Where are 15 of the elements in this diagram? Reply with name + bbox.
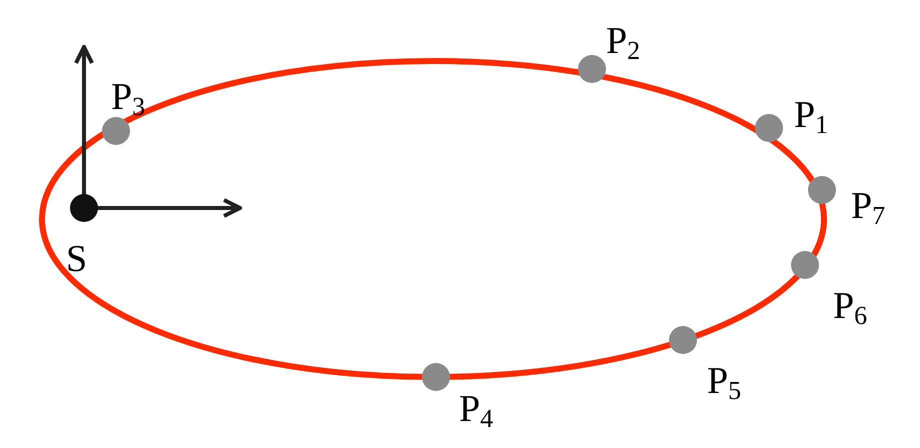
point-marker [755,114,783,142]
point-label: P$_{7}$ [851,187,886,225]
point-label: S [66,240,88,278]
point-label: P$_{5}$ [707,362,742,400]
point-marker [791,251,819,279]
point-label: P$_{2}$ [606,22,640,60]
point-marker [422,363,450,391]
point-marker [578,55,606,83]
point-marker [102,117,130,145]
point-label: P$_{4}$ [459,390,494,428]
point-marker [70,194,98,222]
point-label: P$_{6}$ [833,287,868,325]
point-marker [669,326,697,354]
point-label: P$_{1}$ [794,96,828,134]
point-marker [808,176,836,204]
